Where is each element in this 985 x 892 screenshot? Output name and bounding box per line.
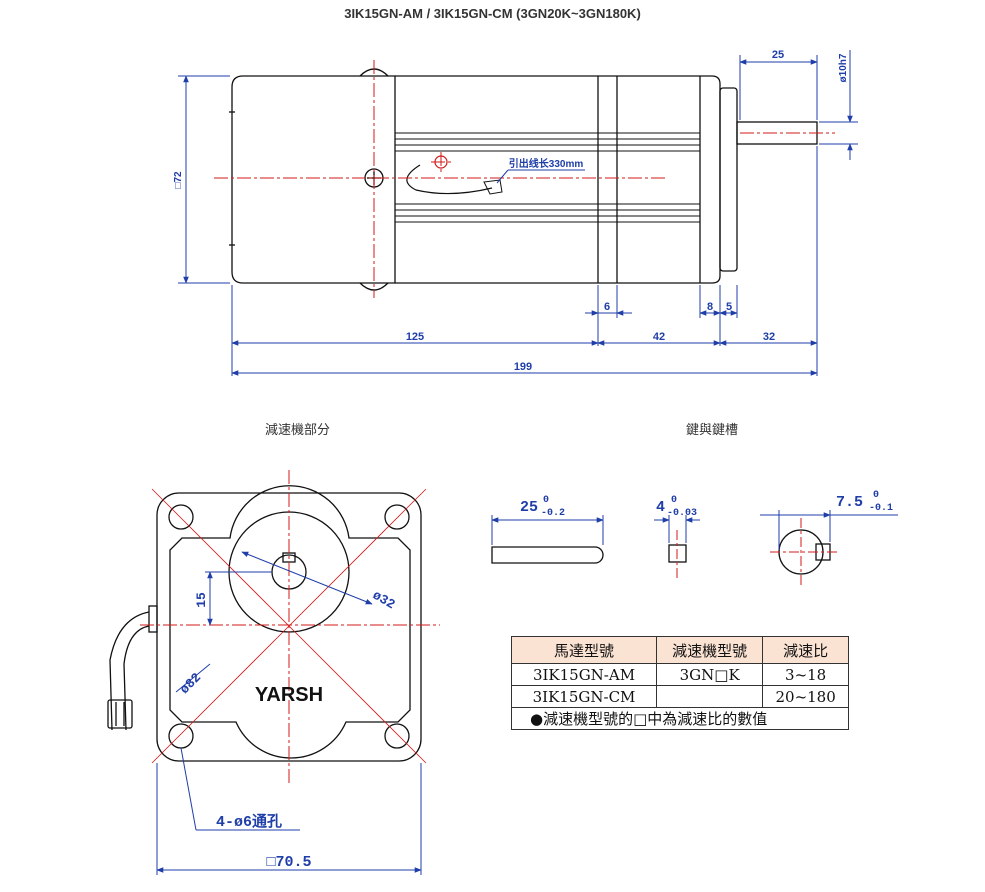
side-view-dimensions (178, 50, 858, 376)
mount-hole-tr (384, 504, 410, 530)
mount-hole-bl (168, 723, 194, 749)
page-title: 3IK15GN-AM / 3IK15GN-CM (3GN20K~3GN180K) (344, 6, 641, 21)
key-side (491, 546, 604, 564)
header-gearbox-model: 減速機型號 (656, 636, 764, 664)
mount-hole-br (384, 723, 410, 749)
cell-gearbox-model: 3GN□K (656, 663, 764, 686)
table-note-row: ●減速機型號的□中為減速比的數值 (511, 707, 849, 730)
spec-table-header: 馬達型號 減速機型號 減速比 (510, 636, 849, 664)
key-labels: 25 0 -0.2 4 0 -0.03 7.5 0 -0.1 (520, 490, 893, 519)
dim-shaft-diameter: ø10h7 (838, 53, 849, 82)
dim-square-70-5: □70.5 (266, 854, 311, 871)
key-dimensions (491, 510, 898, 550)
spec-table: 馬達型號 減速機型號 減速比 3IK15GN-AM 3GN□K 3~18 3IK… (510, 636, 849, 730)
gearbox-section-label: 減速機部分 (265, 423, 331, 438)
cell-ratio: 3~18 (762, 663, 849, 686)
key-centerlines (676, 518, 840, 586)
side-view-centerlines (214, 60, 835, 298)
key-length-tol-top: 0 (543, 495, 549, 506)
brand-logo-text: YARSH (255, 684, 323, 706)
dim-8: 8 (707, 301, 713, 313)
side-view (229, 68, 818, 291)
table-row: 3IK15GN-CM 20~180 (510, 685, 849, 708)
key-width-tol-top: 0 (671, 495, 677, 506)
dim-6: 6 (604, 301, 610, 313)
front-view-dimensions (156, 551, 422, 875)
mount-holes-label: 4-ø6通孔 (216, 813, 282, 831)
dim-32: 32 (763, 331, 775, 343)
keyway-depth-value: 7.5 (836, 494, 863, 511)
gearbox-face (169, 485, 411, 759)
front-view (107, 485, 422, 762)
motor-outline (395, 75, 721, 284)
key-length-value: 25 (520, 499, 538, 516)
key-length-tol-bottom: -0.2 (541, 508, 565, 519)
dim-phi82: ø82 (177, 670, 204, 697)
cell-gearbox-model (656, 685, 764, 708)
cell-ratio: 20~180 (762, 685, 849, 708)
front-view-centerlines (140, 470, 440, 785)
dim-42: 42 (653, 331, 665, 343)
cell-motor-model: 3IK15GN-AM (510, 663, 658, 686)
side-view-dimension-labels: 25 ø10h7 □72 引出线长330mm 6 8 5 125 42 32 1… (173, 49, 849, 373)
dim-5: 5 (726, 301, 732, 313)
lead-wire-label: 引出线长330mm (509, 157, 584, 170)
gearbox-outline (231, 75, 396, 284)
table-row: 3IK15GN-AM 3GN□K 3~18 (510, 663, 849, 686)
red-target-icon (434, 155, 448, 169)
keyway-tol-bottom: -0.1 (869, 503, 893, 514)
cell-motor-model: 3IK15GN-CM (510, 685, 658, 708)
front-view-labels: 15 ø32 ø82 YARSH 4-ø6通孔 □70.5 (177, 588, 398, 871)
dim-body-height: □72 (173, 171, 184, 189)
key-section-label: 鍵與鍵槽 (686, 423, 739, 438)
table-note: ●減速機型號的□中為減速比的數值 (511, 707, 849, 730)
keyway-tol-top: 0 (873, 490, 879, 501)
mount-hole-tl (168, 504, 194, 530)
dim-phi32: ø32 (370, 588, 398, 613)
dim-shaft-length: 25 (772, 49, 784, 61)
key-width-tol-bottom: -0.03 (667, 508, 697, 519)
header-motor-model: 馬達型號 (510, 636, 658, 664)
dim-15: 15 (194, 592, 209, 608)
key-width-value: 4 (656, 499, 665, 516)
dim-125: 125 (406, 331, 424, 343)
dim-199: 199 (514, 361, 532, 373)
header-ratio: 減速比 (762, 636, 849, 664)
